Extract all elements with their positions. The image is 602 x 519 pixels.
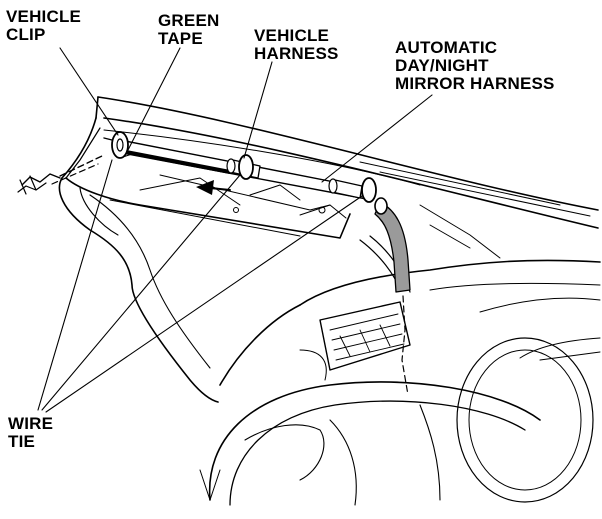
label-wire-tie: WIRE TIE bbox=[8, 414, 54, 451]
label-green-tape: GREEN TAPE bbox=[158, 11, 220, 48]
label-vehicle-harness: VEHICLE HARNESS bbox=[254, 26, 339, 63]
leader-mirror-harness bbox=[321, 94, 433, 183]
windshield-pillar bbox=[58, 177, 219, 403]
roof-panel bbox=[61, 96, 599, 229]
steering-wheel bbox=[199, 381, 541, 506]
vehicle-clip bbox=[103, 131, 129, 159]
leader-vehicle-clip bbox=[59, 47, 119, 136]
leader-vehicle-harness bbox=[243, 61, 273, 159]
label-mirror-harness: AUTOMATIC DAY/NIGHT MIRROR HARNESS bbox=[395, 38, 555, 93]
leader-wire-tie-a bbox=[37, 159, 113, 411]
leader-wire-tie-c bbox=[45, 195, 363, 413]
leader-wire-tie-b bbox=[41, 174, 241, 411]
leader-lines bbox=[37, 47, 433, 413]
harness-connector-end bbox=[17, 155, 103, 195]
wire-tie-1 bbox=[238, 154, 254, 180]
leader-green-tape bbox=[127, 47, 181, 151]
harness-grommet bbox=[374, 197, 388, 215]
direction-arrow-icon bbox=[196, 180, 231, 195]
label-vehicle-clip: VEHICLE CLIP bbox=[6, 7, 82, 44]
wire-tie-2 bbox=[361, 177, 377, 203]
dashboard bbox=[219, 259, 601, 503]
mirror-harness bbox=[374, 201, 411, 396]
